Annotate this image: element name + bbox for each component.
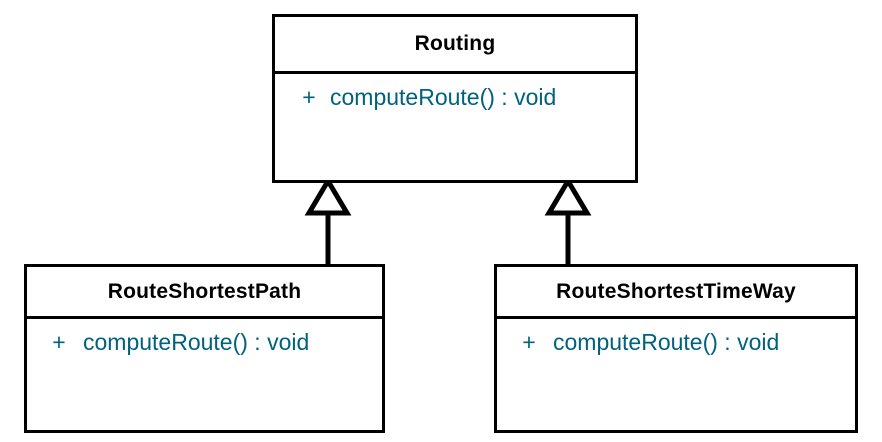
- operation-signature: computeRoute() : void: [83, 329, 310, 355]
- class-operations-routeshortesttimeway: + computeRoute() : void: [497, 319, 855, 430]
- operation-row: + computeRoute() : void: [27, 329, 382, 356]
- operation-row: + computeRoute() : void: [275, 84, 635, 111]
- hollow-triangle-arrowhead-right: [544, 176, 592, 216]
- class-operations-routeshortestpath: + computeRoute() : void: [27, 319, 382, 430]
- operation-row: + computeRoute() : void: [497, 329, 855, 356]
- class-operations-routing: + computeRoute() : void: [275, 74, 635, 180]
- visibility-marker: +: [52, 329, 66, 355]
- class-name-routeshortesttimeway: RouteShortestTimeWay: [497, 267, 855, 319]
- operation-signature: computeRoute() : void: [330, 84, 557, 110]
- class-name-routing: Routing: [275, 17, 635, 74]
- uml-class-routeshortesttimeway[interactable]: RouteShortestTimeWay + computeRoute() : …: [494, 264, 858, 433]
- operation-signature: computeRoute() : void: [553, 329, 780, 355]
- visibility-marker: +: [522, 329, 536, 355]
- generalization-routeshortestpath-to-routing: [304, 176, 352, 265]
- class-name-routeshortestpath: RouteShortestPath: [27, 267, 382, 319]
- uml-class-routeshortestpath[interactable]: RouteShortestPath + computeRoute() : voi…: [24, 264, 385, 433]
- hollow-triangle-arrowhead-left: [304, 176, 352, 216]
- uml-class-routing[interactable]: Routing + computeRoute() : void: [272, 14, 638, 183]
- visibility-marker: +: [302, 84, 316, 110]
- generalization-routeshortesttimeway-to-routing: [544, 176, 592, 265]
